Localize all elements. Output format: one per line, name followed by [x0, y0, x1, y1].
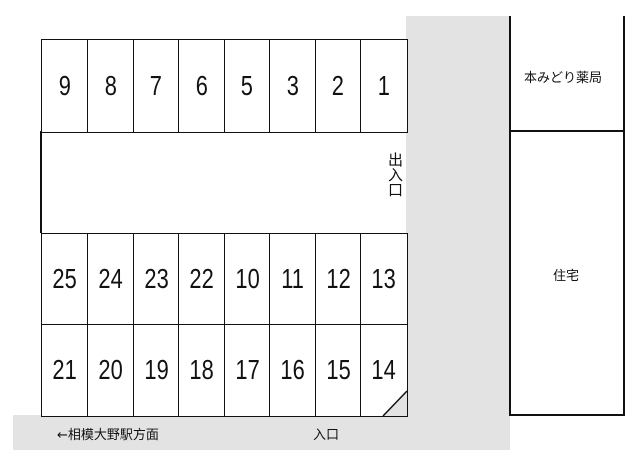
- parking-space-20: 20: [87, 324, 135, 417]
- space-number: 3: [286, 69, 299, 101]
- lot-left-border: [40, 131, 42, 233]
- space-number: 18: [189, 354, 214, 386]
- direction-label: ←相模大野駅方面: [57, 428, 159, 443]
- space-number: 16: [280, 354, 305, 386]
- parking-space-2: 2: [315, 39, 362, 133]
- building-left-wall: [509, 16, 511, 416]
- parking-space-5: 5: [224, 39, 271, 133]
- exit-entrance-label: 出入口: [386, 152, 404, 197]
- parking-space-3: 3: [269, 39, 317, 133]
- parking-space-7: 7: [133, 39, 180, 133]
- space-number: 8: [104, 69, 117, 101]
- parking-space-8: 8: [87, 39, 135, 133]
- parking-space-6: 6: [178, 39, 226, 133]
- space-number: 25: [52, 263, 77, 295]
- road-vertical: [406, 16, 510, 450]
- corner-chamfer: [382, 390, 408, 417]
- parking-space-1: 1: [360, 39, 408, 133]
- parking-space-22: 22: [178, 233, 226, 326]
- parking-space-24: 24: [87, 233, 135, 326]
- residence-label: 住宅: [553, 269, 580, 284]
- space-number: 23: [144, 263, 169, 295]
- parking-space-13: 13: [360, 233, 408, 326]
- space-number: 21: [52, 354, 77, 386]
- building-divider: [510, 130, 624, 132]
- parking-space-25: 25: [41, 233, 89, 326]
- space-number: 19: [144, 354, 169, 386]
- space-number: 11: [281, 263, 305, 295]
- space-number: 20: [98, 354, 123, 386]
- parking-space-21: 21: [41, 324, 89, 417]
- parking-space-11: 11: [269, 233, 317, 326]
- parking-space-19: 19: [133, 324, 180, 417]
- space-number: 9: [58, 69, 71, 101]
- parking-space-16: 16: [269, 324, 317, 417]
- space-number: 5: [241, 69, 254, 101]
- parking-space-18: 18: [178, 324, 226, 417]
- space-number: 15: [326, 354, 351, 386]
- space-number: 17: [235, 354, 260, 386]
- space-number: 22: [189, 263, 214, 295]
- parking-space-15: 15: [315, 324, 362, 417]
- space-number: 14: [371, 354, 396, 386]
- space-number: 24: [98, 263, 123, 295]
- parking-space-23: 23: [133, 233, 180, 326]
- space-number: 13: [371, 263, 396, 295]
- parking-space-9: 9: [41, 39, 89, 133]
- building-bottom: [510, 414, 624, 416]
- space-number: 6: [195, 69, 208, 101]
- pharmacy-label: 本みどり薬局: [524, 71, 603, 86]
- parking-space-10: 10: [224, 233, 271, 326]
- space-number: 1: [377, 69, 390, 101]
- space-number: 12: [326, 263, 351, 295]
- parking-space-12: 12: [315, 233, 362, 326]
- entrance-label: 入口: [313, 428, 340, 443]
- road-horizontal: [13, 415, 510, 450]
- parking-space-17: 17: [224, 324, 271, 417]
- space-number: 10: [235, 263, 260, 295]
- space-number: 7: [150, 69, 163, 101]
- space-number: 2: [332, 69, 345, 101]
- building-right-wall: [623, 16, 625, 416]
